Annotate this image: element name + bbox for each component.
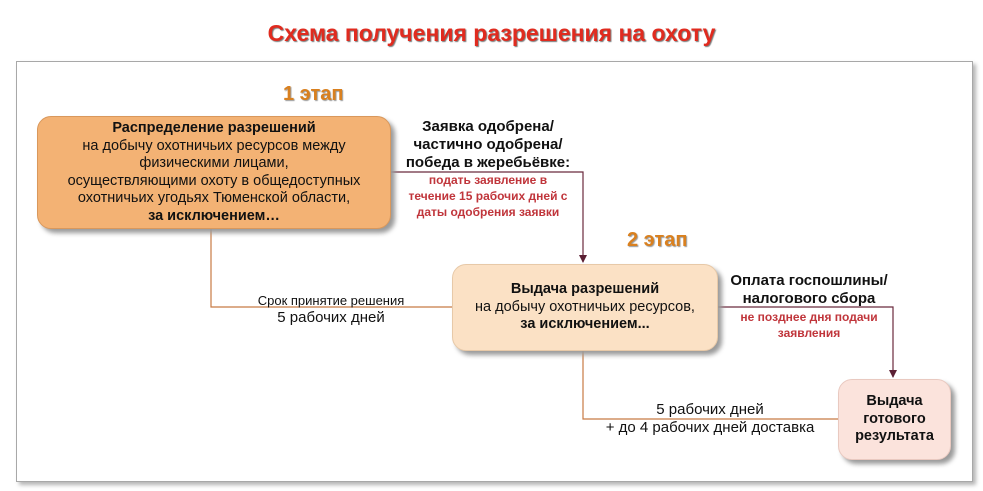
distribution-heading: Распределение разрешений — [112, 120, 316, 136]
approved-note-3: даты одобрения заявки — [416, 205, 560, 219]
result-line-2: готового — [863, 410, 926, 427]
line-delivery — [582, 351, 838, 420]
decision-line-1: Срок принятие решения — [257, 293, 405, 308]
payment-label: Оплата госпошлины/ налогового сбора — [716, 272, 902, 308]
payment-note-2: заявления — [777, 326, 841, 340]
decision-line-2: 5 рабочих дней — [277, 309, 385, 326]
result-line-1: Выдача — [866, 393, 923, 410]
approved-line-2: частично одобрена/ — [413, 136, 563, 153]
approved-note: подать заявление в течение 15 рабочих дн… — [396, 172, 580, 220]
page-title: Схема получения разрешения на охоту — [267, 20, 716, 46]
line-decision — [210, 229, 452, 308]
decision-label: Срок принятие решения 5 рабочих дней — [236, 293, 426, 327]
payment-line-2: налогового сбора — [742, 290, 876, 307]
payment-note: не позднее дня подачи заявления — [716, 309, 902, 341]
approved-line-1: Заявка одобрена/ — [422, 118, 554, 135]
distribution-text-2: физическими лицами, — [139, 155, 289, 171]
result-line-3: результата — [855, 428, 934, 445]
result-box: Выдача готового результата — [838, 379, 951, 460]
distribution-text-1: на добычу охотничьих ресурсов между — [82, 137, 346, 154]
payment-note-1: не позднее дня подачи — [740, 310, 878, 324]
payment-line-1: Оплата госпошлины/ — [730, 272, 888, 289]
stage-1-label: 1 этап — [283, 83, 344, 105]
approved-line-3: победа в жеребьёвке: — [405, 154, 571, 171]
approved-label: Заявка одобрена/ частично одобрена/ побе… — [396, 118, 580, 172]
approved-note-2: течение 15 рабочих дней с — [408, 189, 568, 203]
delivery-line-1: 5 рабочих дней — [656, 401, 764, 418]
distribution-box: Распределение разрешений на добычу охотн… — [37, 116, 391, 229]
approved-note-1: подать заявление в — [428, 173, 548, 187]
arrow-approved — [391, 171, 587, 263]
issuance-exception: за исключением... — [520, 316, 650, 333]
distribution-exception: за исключением… — [148, 207, 280, 224]
distribution-text-4: охотничьих угодьях Тюменской области, — [77, 190, 351, 206]
distribution-text-3: осуществляющими охоту в общедоступных — [67, 172, 361, 189]
delivery-line-2: + до 4 рабочих дней доставка — [605, 419, 815, 436]
delivery-label: 5 рабочих дней + до 4 рабочих дней доста… — [590, 401, 830, 437]
issuance-heading: Выдача разрешений — [510, 281, 660, 298]
stage-2-label: 2 этап — [627, 229, 688, 251]
issuance-text: на добычу охотничьих ресурсов, — [475, 298, 695, 315]
issuance-box: Выдача разрешений на добычу охотничьих р… — [452, 264, 718, 351]
arrow-payment — [718, 306, 897, 378]
